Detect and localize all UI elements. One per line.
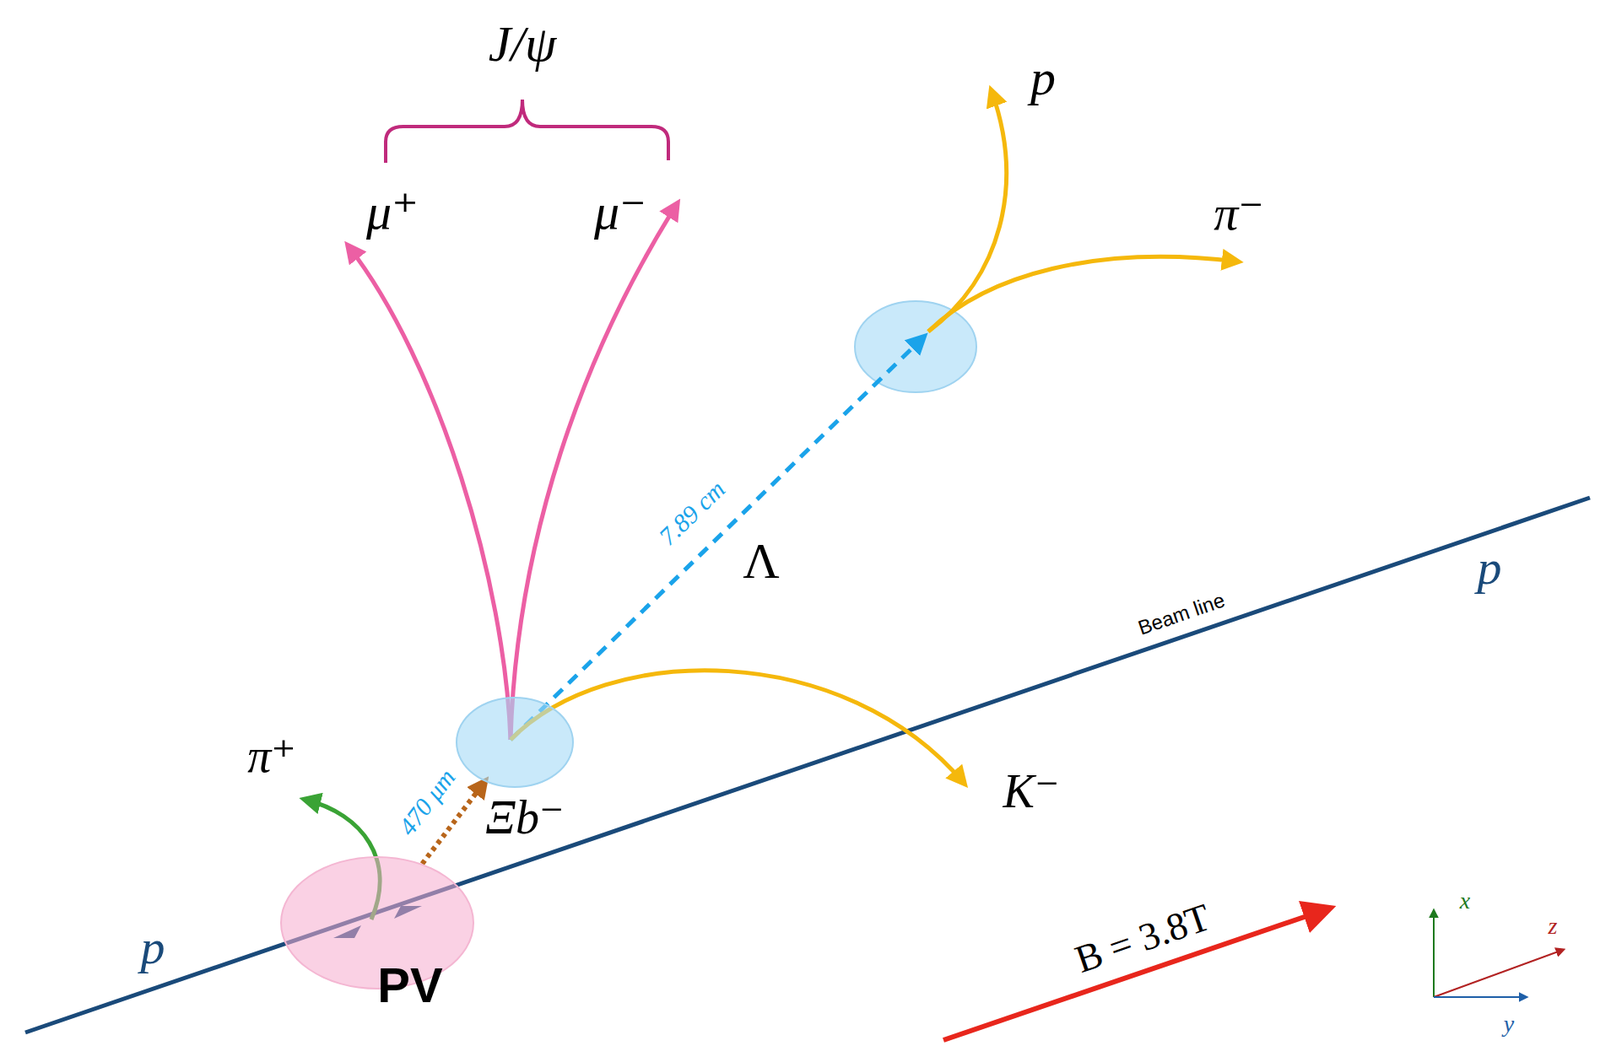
proton-track: [928, 91, 1007, 332]
particle-label: Λ: [742, 532, 780, 591]
axis-line: [1433, 996, 1526, 999]
particle-label: Ξb⁻: [485, 789, 564, 845]
beam-particle-label: p: [1477, 539, 1503, 596]
primary-vertex: PV: [280, 856, 475, 990]
beam-label: Beam line: [1135, 588, 1228, 640]
vertex-label: PV: [377, 956, 443, 1014]
axis-label: x: [1459, 887, 1471, 915]
particle-label: J/ψ: [488, 15, 557, 74]
lambda-flight-line: [510, 337, 924, 741]
particle-label: p: [1030, 48, 1056, 108]
beam-particle-label: p: [140, 918, 166, 976]
pion-track: [928, 256, 1238, 332]
axis-label: z: [1548, 913, 1558, 941]
muon-track: [348, 246, 511, 741]
axis-label: y: [1503, 1010, 1514, 1038]
beam-line: [25, 497, 1590, 1033]
axis-line: [1433, 950, 1563, 998]
particle-label: μ⁻: [594, 181, 647, 242]
particle-label: π⁻: [1213, 183, 1265, 242]
particle-label: μ⁺: [366, 181, 419, 242]
axis-line: [1432, 911, 1435, 998]
kaon-track: [510, 670, 964, 784]
distance-label: 7.89 cm: [653, 475, 731, 552]
jpsi-bracket: [385, 99, 669, 163]
particle-label: π⁺: [247, 728, 297, 784]
particle-label: K⁻: [1003, 763, 1060, 819]
field-label: B = 3.8T: [1069, 894, 1216, 983]
lambda-vertex: [854, 301, 977, 393]
decay-vertex: Ξb⁻: [455, 697, 574, 789]
muon-track: [510, 204, 677, 741]
